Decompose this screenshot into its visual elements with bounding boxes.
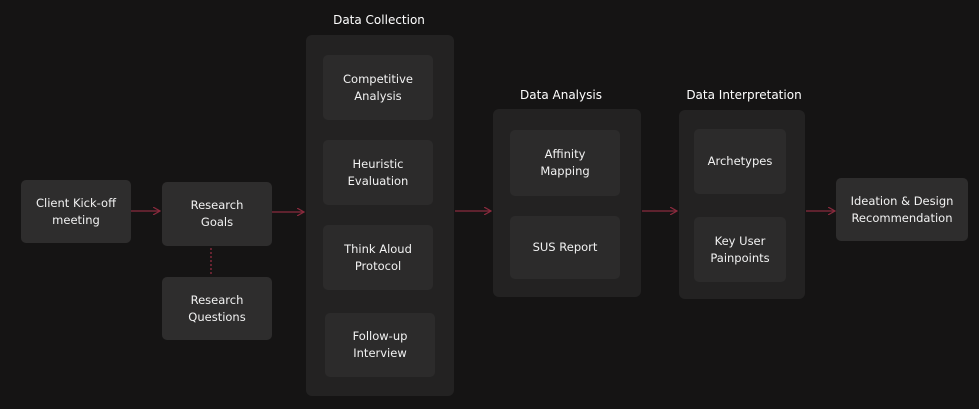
node-label: Affinity Mapping <box>540 147 590 178</box>
group-title-data-collection: Data Collection <box>333 13 425 27</box>
group-title-data-analysis: Data Analysis <box>520 88 602 102</box>
node-label: Heuristic Evaluation <box>347 156 409 188</box>
node-client-kickoff: Client Kick-off meeting <box>21 180 131 243</box>
group-title-data-interpretation: Data Interpretation <box>686 88 802 102</box>
node-think-aloud-protocol: Think Aloud Protocol <box>323 225 433 290</box>
node-competitive-analysis: Competitive Analysis <box>323 55 433 120</box>
node-ideation-design-recommendation: Ideation & Design Recommendation <box>836 178 968 241</box>
node-research-questions: Research Questions <box>162 277 272 340</box>
node-label: Archetypes <box>707 154 773 168</box>
node-label: Follow-up Interview <box>352 329 408 360</box>
node-follow-up-interview: Follow-up Interview <box>325 313 435 377</box>
node-label: Key User Painpoints <box>710 233 770 265</box>
node-heuristic-evaluation: Heuristic Evaluation <box>323 140 433 205</box>
node-label: Ideation & Design Recommendation <box>850 193 954 225</box>
node-label: Client Kick-off meeting <box>36 195 116 227</box>
node-label: Research Questions <box>188 292 246 324</box>
node-label: SUS Report <box>532 240 598 254</box>
node-archetypes: Archetypes <box>694 129 786 194</box>
node-research-goals: Research Goals <box>162 182 272 246</box>
node-affinity-mapping: Affinity Mapping <box>510 130 620 196</box>
node-label: Think Aloud Protocol <box>344 241 412 273</box>
node-label: Competitive Analysis <box>343 71 413 103</box>
node-label: Research Goals <box>190 198 244 229</box>
node-sus-report: SUS Report <box>510 216 620 279</box>
node-key-user-painpoints: Key User Painpoints <box>694 217 786 282</box>
